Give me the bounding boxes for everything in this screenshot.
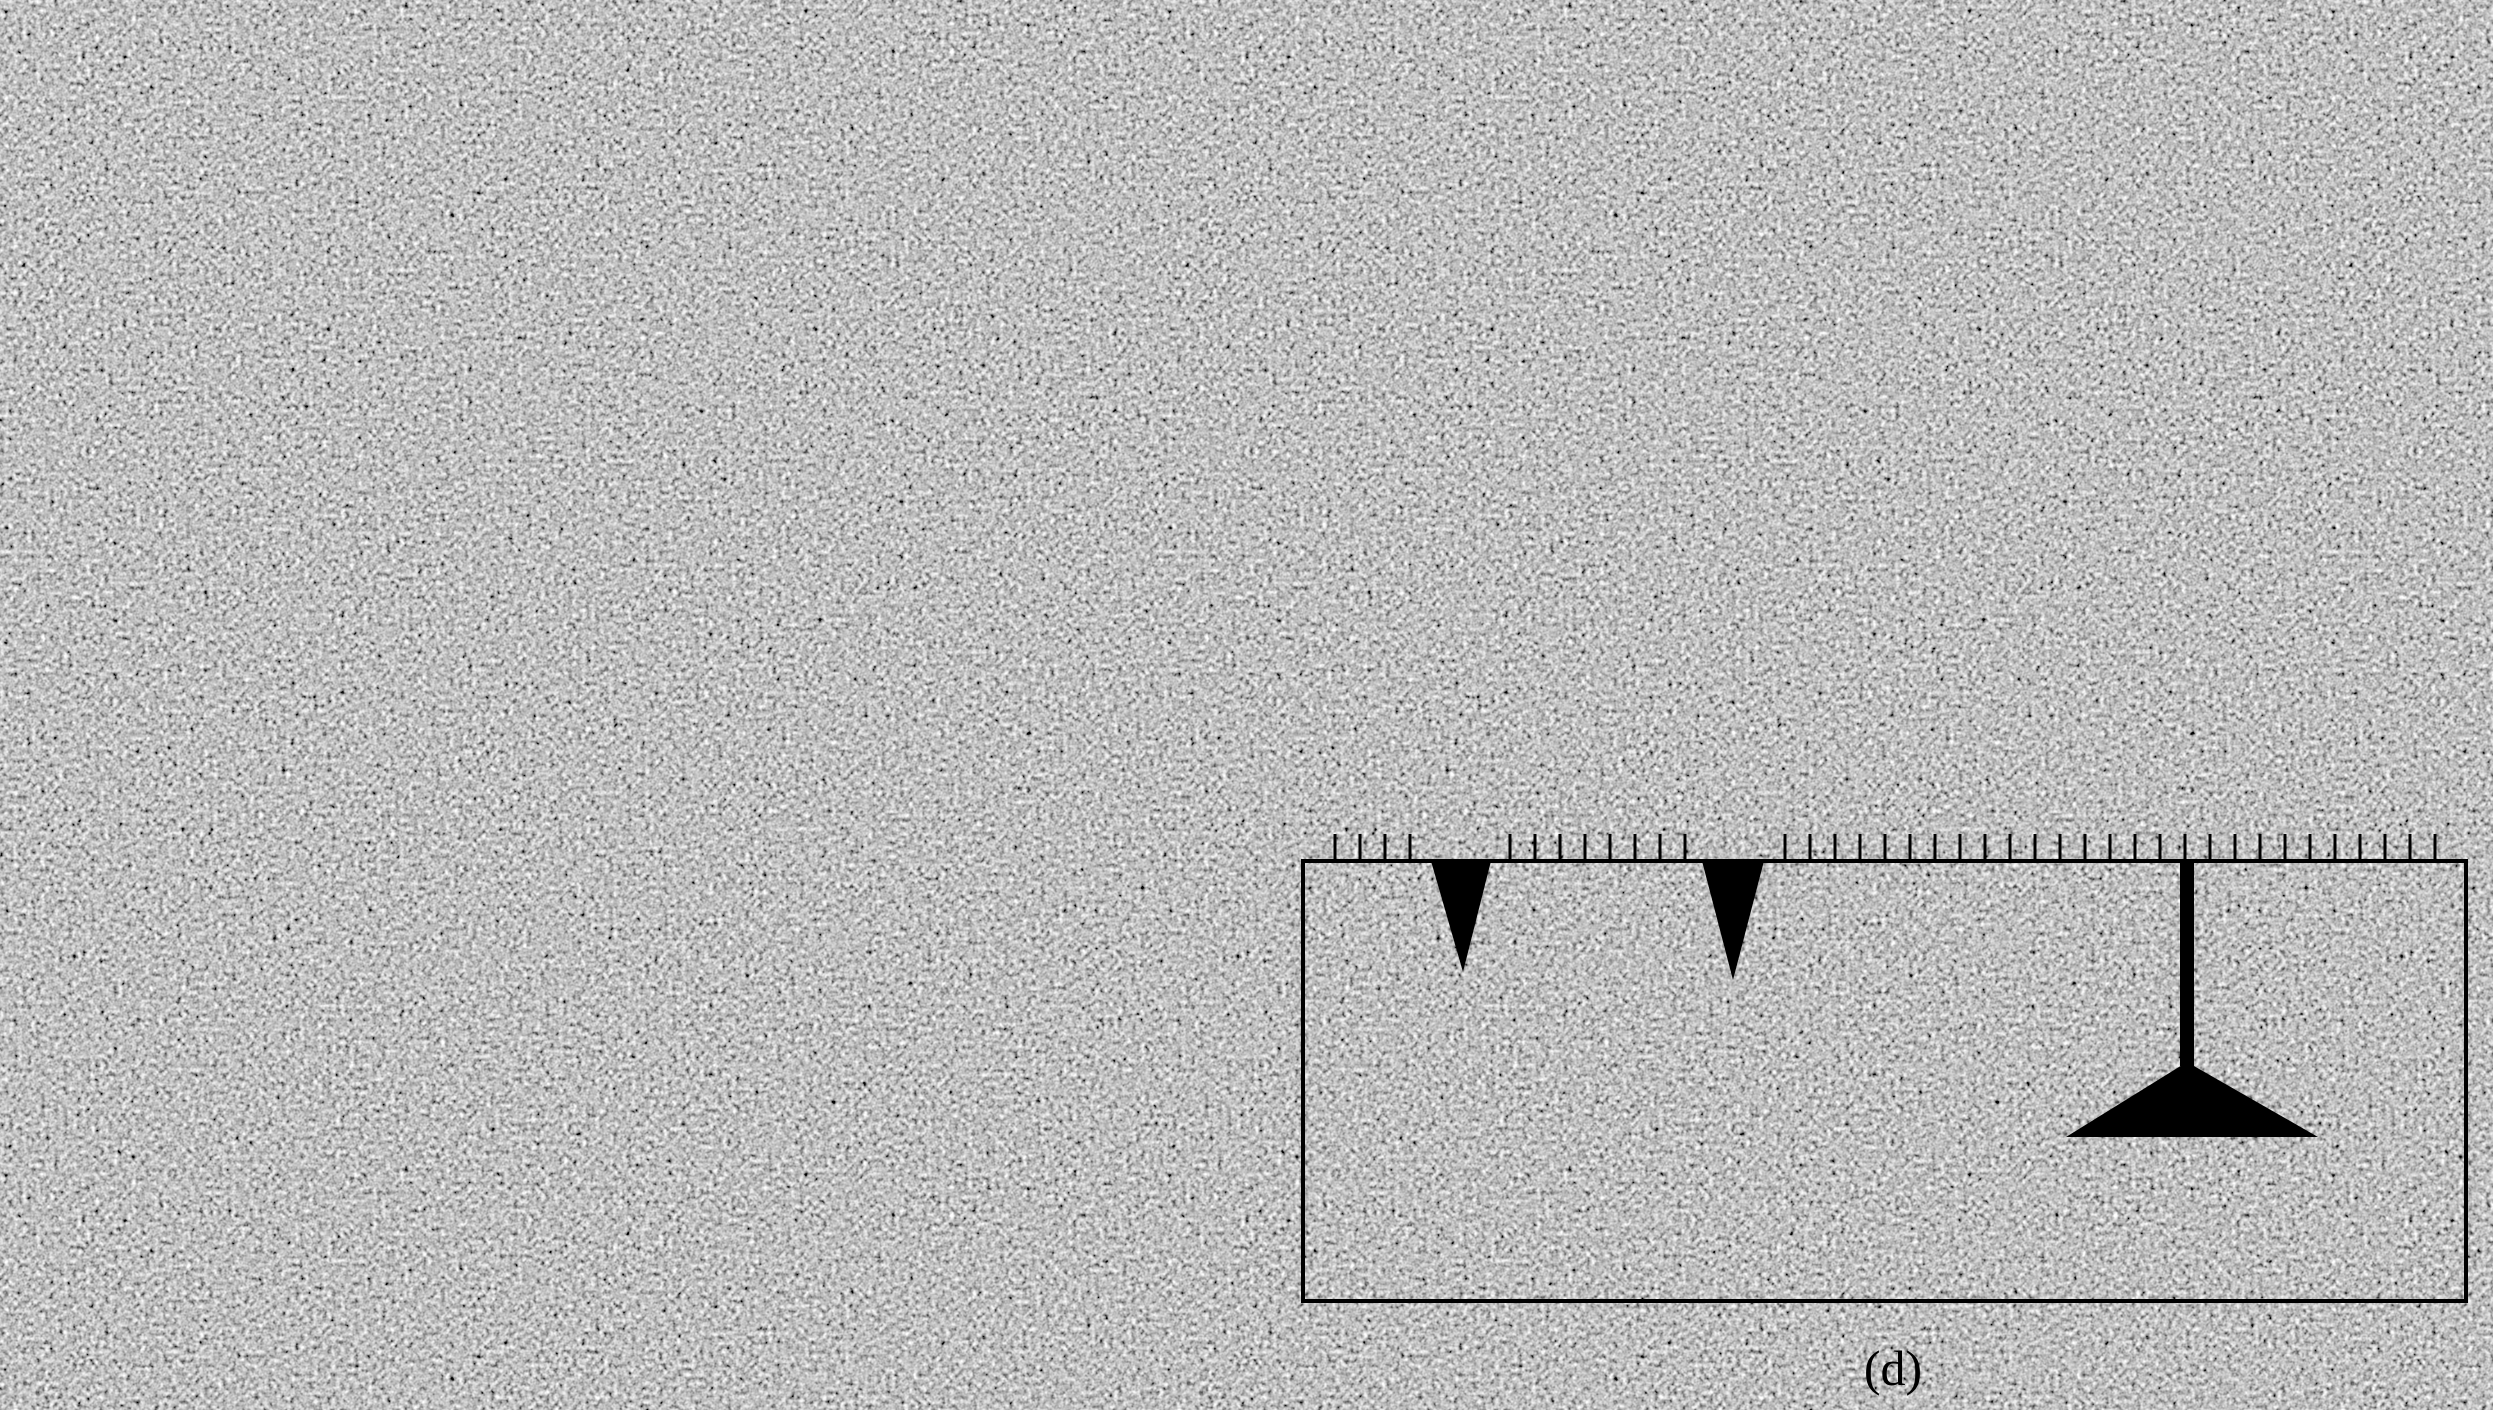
substrate-outline bbox=[25, 859, 1199, 1303]
caption-c: (c) bbox=[538, 1340, 594, 1396]
nucleus-1 bbox=[118, 774, 232, 861]
caption-d: (d) bbox=[1864, 1340, 1922, 1396]
substrate-block bbox=[27, 117, 1197, 557]
etch-pit-2 bbox=[1702, 861, 1764, 980]
continuous-film-layer bbox=[21, 64, 1196, 110]
adatom-ticks bbox=[1333, 834, 2437, 861]
panel-a: (a) bbox=[21, 64, 1199, 651]
panel-b: (b) bbox=[1301, 22, 2468, 651]
etch-pit-1 bbox=[1431, 861, 1491, 972]
island-2 bbox=[1795, 22, 1953, 90]
defect-base bbox=[2066, 1062, 2318, 1137]
defect-stem bbox=[2180, 861, 2194, 1066]
substrate-block bbox=[1303, 90, 2466, 530]
substrate-block bbox=[1303, 861, 2466, 1301]
caption-b: (b) bbox=[1864, 595, 1922, 651]
caption-a: (a) bbox=[538, 595, 594, 651]
adatom-flux-lines bbox=[60, 776, 1184, 861]
substrate-block bbox=[27, 861, 1197, 1301]
panel-d: (d) bbox=[1301, 834, 2468, 1396]
island-1 bbox=[1397, 22, 1558, 90]
panel-c: (c) bbox=[25, 774, 1199, 1396]
nucleus-2 bbox=[456, 774, 580, 861]
nucleus-3 bbox=[798, 774, 924, 861]
adatom-ticks bbox=[1333, 64, 2437, 90]
island-3 bbox=[2218, 22, 2376, 90]
